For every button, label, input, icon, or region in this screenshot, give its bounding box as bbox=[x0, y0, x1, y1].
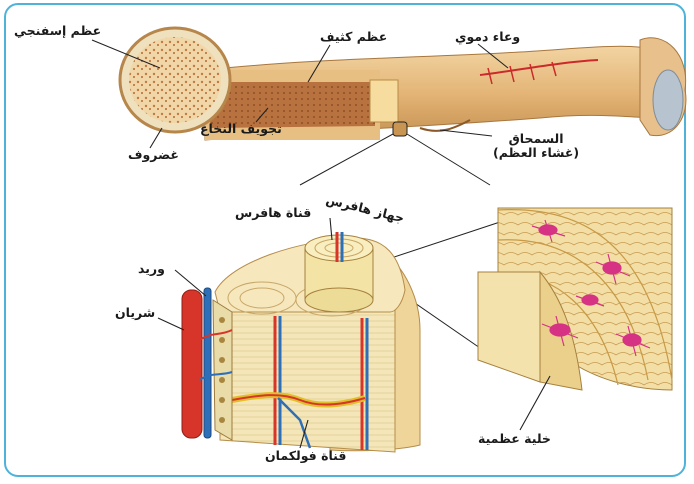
label-cartilage: غضروف bbox=[128, 148, 179, 162]
label-vein: وريد bbox=[138, 262, 165, 276]
label-marrow-cavity: تجويف النخاع bbox=[200, 122, 282, 136]
label-artery: شريان bbox=[115, 306, 155, 320]
label-spongy-bone: عظم إسفنجي bbox=[14, 24, 101, 38]
label-volkmann-canal: قناة فولكمان bbox=[265, 449, 346, 463]
label-haversian-canal: قناة هافرس bbox=[235, 206, 311, 220]
label-periosteum-line1: السمحاق bbox=[493, 132, 579, 146]
osteocyte-wedge-illustration bbox=[478, 208, 672, 390]
label-periosteum: السمحاق (غشاء العظم) bbox=[493, 132, 579, 161]
label-osteocyte: خلية عظمية bbox=[478, 432, 551, 446]
label-blood-vessel: وعاء دموي bbox=[455, 30, 520, 44]
label-compact-bone: عظم كثيف bbox=[320, 30, 387, 44]
label-periosteum-line2: (غشاء العظم) bbox=[493, 146, 579, 160]
osteon-block-illustration bbox=[182, 232, 420, 452]
